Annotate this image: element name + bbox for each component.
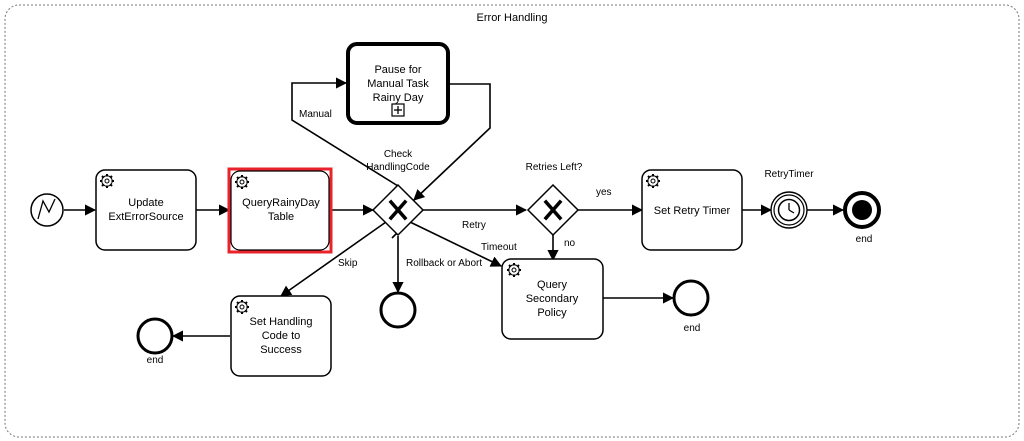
error-handling-group [4,4,1020,438]
end-main-label: end [856,234,873,245]
check-label-line1: Check [384,149,413,160]
task-set-retry-timer[interactable]: Set Retry Timer [641,169,743,251]
end-event-secondary[interactable] [672,279,710,317]
task-query-line2: Table [268,211,294,223]
flow-manual [291,77,399,187]
check-label-line2: HandlingCode [366,162,430,173]
pause-line1: Pause for [374,64,421,76]
flow-label-no: no [564,238,576,249]
retries-label: Retries Left? [526,162,583,173]
task-retry-line1: Set Retry Timer [654,205,731,217]
flow-label-rollback: Rollback or Abort [406,258,482,269]
gear-icon [99,173,115,189]
secondary-line3: Policy [537,307,567,319]
task-query-line1: QueryRainyDay [242,197,320,209]
secondary-line2: Secondary [526,293,579,305]
gateway-retries-left[interactable] [526,183,580,237]
task-update[interactable]: Update ExtErrorSource [95,169,197,251]
handling-line2: Code to [262,330,301,342]
handling-line1: Set Handling [250,316,313,328]
pause-line2: Manual Task [367,78,429,90]
flow-pause-back [413,83,491,201]
gateway-check-handling-code[interactable] [371,183,425,237]
timer-label: RetryTimer [764,169,814,180]
task-update-line2: ExtErrorSource [108,211,183,223]
pause-line3: Rainy Day [373,92,424,104]
end-secondary-label: end [684,323,701,334]
flow-skip [280,221,387,297]
gear-icon [234,174,250,190]
task-query-rainy-day[interactable]: QueryRainyDay Table [227,167,333,254]
clock-icon [777,198,801,222]
start-event[interactable] [30,193,64,227]
task-query-secondary[interactable]: Query Secondary Policy [501,258,604,340]
end-event-rollback[interactable] [379,291,417,329]
error-lightning-icon [37,198,56,220]
end-event-main[interactable] [843,191,881,229]
handling-line3: Success [260,344,302,356]
gear-icon [645,173,661,189]
gear-icon [506,262,522,278]
flow-label-timeout: Timeout [481,242,517,253]
end-handling-label: end [147,355,164,366]
exclusive-x-icon [388,199,408,221]
flow-timeout [409,221,503,267]
plus-box-icon[interactable] [391,103,405,117]
flow-label-yes: yes [596,187,612,198]
flow-label-retry: Retry [462,220,486,231]
timer-event[interactable] [770,191,808,229]
task-update-line1: Update [128,197,163,209]
group-title: Error Handling [477,12,548,24]
selection-highlight [227,167,333,254]
gear-icon [234,299,250,315]
flow-label-skip: Skip [338,258,358,269]
sequence-flows [64,77,845,342]
exclusive-x-icon [543,199,563,221]
end-event-handling[interactable] [136,317,174,355]
subprocess-pause-manual[interactable]: Pause for Manual Task Rainy Day [346,42,450,125]
secondary-line1: Query [537,279,567,291]
flow-label-manual: Manual [299,109,332,120]
task-set-handling-code[interactable]: Set Handling Code to Success [230,295,332,377]
